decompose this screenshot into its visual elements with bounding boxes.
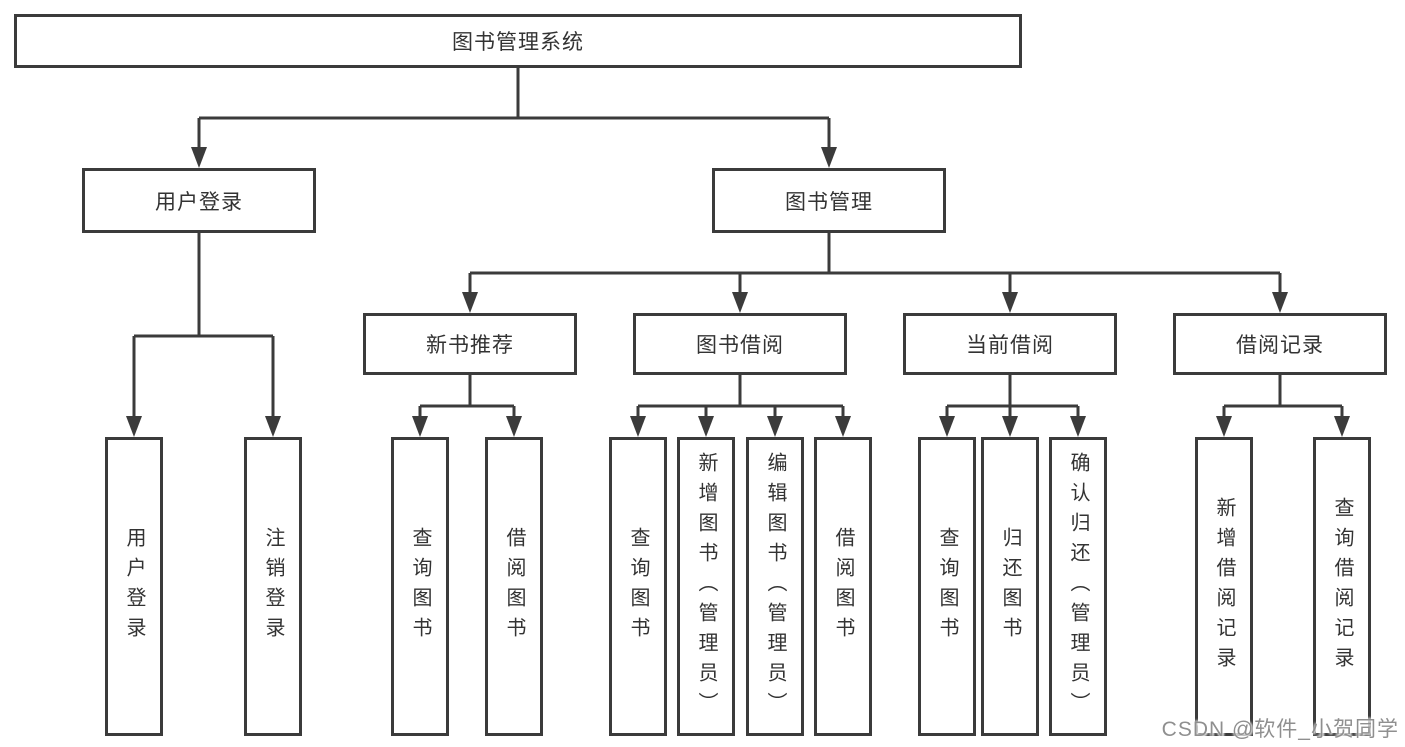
connector-user-login-group [132, 233, 275, 418]
leaf-query-books-borrow: 查询图书 [609, 437, 667, 736]
leaf-add-book-admin: 新增图书（管理员） [677, 437, 735, 736]
node-borrow-records: 借阅记录 [1173, 313, 1387, 375]
connector-book-management-to-level3 [468, 233, 1282, 294]
node-book-management: 图书管理 [712, 168, 946, 233]
leaf-return-book: 归还图书 [981, 437, 1039, 736]
leaf-label: 注销登录 [262, 526, 284, 647]
leaf-edit-book-admin: 编辑图书（管理员） [746, 437, 804, 736]
leaf-label: 编辑图书（管理员） [764, 451, 786, 722]
leaf-label: 确认归还（管理员） [1067, 451, 1089, 722]
connector-borrow-records-group [1222, 375, 1344, 418]
watermark: CSDN @软件_小贺同学 [1161, 718, 1399, 741]
connector-book-borrow-group [636, 375, 845, 418]
node-label: 图书管理系统 [452, 31, 584, 54]
node-label: 借阅记录 [1236, 334, 1324, 357]
node-library-management-system: 图书管理系统 [14, 14, 1022, 68]
leaf-label: 新增图书（管理员） [695, 451, 717, 722]
leaf-label: 用户登录 [123, 526, 145, 647]
leaf-add-borrow-record: 新增借阅记录 [1195, 437, 1253, 736]
node-user-login: 用户登录 [82, 168, 316, 233]
leaf-query-borrow-record: 查询借阅记录 [1313, 437, 1371, 736]
node-label: 图书借阅 [696, 334, 784, 357]
leaf-label: 归还图书 [999, 526, 1021, 647]
leaf-borrow-books-recommend: 借阅图书 [485, 437, 543, 736]
leaf-label: 查询图书 [627, 526, 649, 647]
leaf-label: 新增借阅记录 [1213, 496, 1235, 677]
leaf-user-login: 用户登录 [105, 437, 163, 736]
arrowheads [126, 147, 1350, 437]
leaf-logout: 注销登录 [244, 437, 302, 736]
connector-current-borrow-group [945, 375, 1080, 418]
node-current-borrow: 当前借阅 [903, 313, 1117, 375]
node-label: 用户登录 [155, 190, 243, 214]
node-new-book-recommend: 新书推荐 [363, 313, 577, 375]
leaf-label: 查询图书 [936, 526, 958, 647]
leaf-query-books-recommend: 查询图书 [391, 437, 449, 736]
leaf-label: 查询借阅记录 [1331, 496, 1353, 677]
connector-root-to-level2 [197, 68, 831, 149]
leaf-confirm-return-admin: 确认归还（管理员） [1049, 437, 1107, 736]
leaf-borrow-books: 借阅图书 [814, 437, 872, 736]
node-label: 图书管理 [785, 190, 873, 214]
leaf-label: 借阅图书 [503, 526, 525, 647]
node-book-borrow: 图书借阅 [633, 313, 847, 375]
leaf-query-books-current: 查询图书 [918, 437, 976, 736]
node-label: 新书推荐 [426, 334, 514, 357]
node-label: 当前借阅 [966, 334, 1054, 357]
leaf-label: 查询图书 [409, 526, 431, 647]
leaf-label: 借阅图书 [832, 526, 854, 647]
connector-new-book-group [418, 375, 516, 418]
